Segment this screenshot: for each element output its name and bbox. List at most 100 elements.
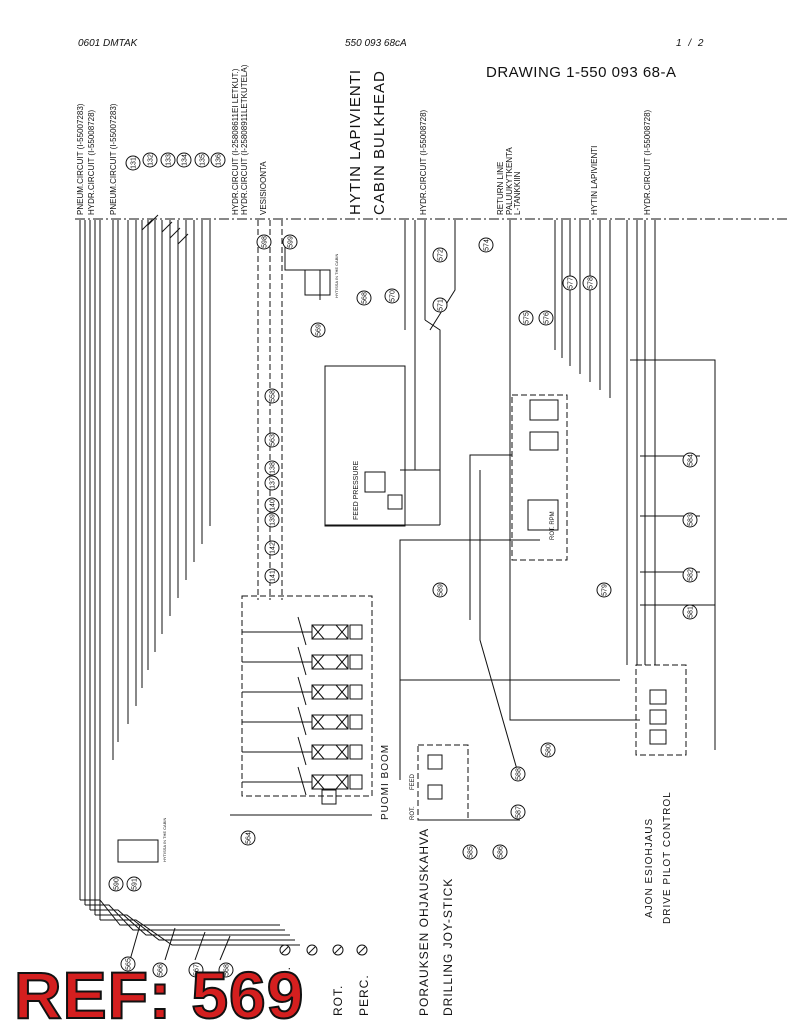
callout-circle <box>264 540 280 556</box>
valve-arrows <box>311 654 349 670</box>
callout-588: 588 <box>510 766 526 782</box>
valve-arrows <box>311 684 349 700</box>
callout-circle <box>282 234 298 250</box>
wire <box>194 931 206 961</box>
valve-arrows <box>311 714 349 730</box>
callout-132: 132 <box>142 152 158 168</box>
label-hydr-circuit-3: HYDR.CIRCUIT (I-25808911LETKUTELA) <box>240 64 249 215</box>
callout-number: 568 <box>362 292 369 304</box>
callout-number: 583 <box>688 514 695 526</box>
callout-number: 136 <box>216 154 223 166</box>
callout-581: 581 <box>682 604 698 620</box>
wire <box>80 899 280 926</box>
callout-570: 570 <box>384 288 400 304</box>
label-porauksen: PORAUKSEN OHJAUSKAHVA <box>417 828 431 1016</box>
callout-565: 565 <box>120 956 136 972</box>
label-rot-rpm: ROT. RPM <box>550 511 556 540</box>
label-rot: ROT. <box>331 985 345 1016</box>
callout-number: 576 <box>544 312 551 324</box>
callout-number: 133 <box>166 154 173 166</box>
label-pneum-circuit-2: PNEUM.CIRCUIT (I-55007283) <box>109 103 118 215</box>
feed-pressure-valve <box>364 471 386 493</box>
callout-number: 591 <box>132 878 139 890</box>
valve-spool <box>311 654 349 670</box>
callout-circle <box>240 830 256 846</box>
header-left: 0601 DMTAK <box>78 38 138 49</box>
callout-number: 588 <box>516 768 523 780</box>
callout-582: 582 <box>682 567 698 583</box>
callout-circle <box>264 432 280 448</box>
callout-568: 568 <box>218 962 234 978</box>
callout-circle <box>562 275 578 291</box>
callout-circle <box>264 388 280 404</box>
callout-circle <box>432 247 448 263</box>
callout-circle <box>510 766 526 782</box>
callout-568: 568 <box>356 290 372 306</box>
callout-circle <box>142 152 158 168</box>
callout-number: 140 <box>270 499 277 511</box>
callout-number: 579 <box>602 584 609 596</box>
callout-591: 591 <box>126 876 142 892</box>
callout-circle <box>160 152 176 168</box>
callout-567: 567 <box>188 962 204 978</box>
callout-circle <box>194 152 210 168</box>
label-feed: FEED <box>410 773 416 790</box>
valve-spring <box>297 706 307 736</box>
callout-circle <box>218 962 234 978</box>
callout-583: 583 <box>682 512 698 528</box>
callout-circle <box>125 155 141 171</box>
callout-circle <box>264 568 280 584</box>
label-vesisioonta: VESISIOONTA <box>259 161 268 215</box>
label-perc: PERC. <box>357 974 371 1016</box>
label-hydr-circuit-4: HYDR.CIRCUIT (I-55008728) <box>419 109 428 215</box>
drive-pilot-valve <box>649 729 667 745</box>
label-drive-pilot-control: DRIVE PILOT CONTROL <box>662 791 673 924</box>
callout-598: 598 <box>256 234 272 250</box>
label-tankkiin: L-TANKKIIN <box>513 171 522 215</box>
label-puomi-boom: PUOMI BOOM <box>380 744 391 820</box>
callout-142: 142 <box>264 540 280 556</box>
valve-spool <box>311 714 349 730</box>
callout-number: 590 <box>114 878 121 890</box>
callout-589: 589 <box>432 582 448 598</box>
cabin-switch-left <box>117 839 159 863</box>
callout-number: 575 <box>524 312 531 324</box>
drive-pilot-box <box>635 664 687 756</box>
callout-circle <box>582 275 598 291</box>
callout-number: 585 <box>468 846 475 858</box>
callout-580: 580 <box>540 742 556 758</box>
component-boxes <box>117 269 687 956</box>
terminal-stroke <box>358 946 366 954</box>
callout-circle <box>682 512 698 528</box>
label-cabin-bulkhead: CABIN BULKHEAD <box>371 70 388 215</box>
callout-133: 133 <box>160 152 176 168</box>
callout-number: 572 <box>438 249 445 261</box>
callout-138: 138 <box>264 460 280 476</box>
label-hydr-circuit-5: HYDR.CIRCUIT (I-55008728) <box>643 109 652 215</box>
label-hytin-lapivienti-2: HYTIN LAPIVIENTI <box>590 146 599 215</box>
callout-number: 568 <box>224 964 231 976</box>
terminal-stroke <box>308 946 316 954</box>
valve-arrows <box>311 744 349 760</box>
valve-arrows <box>311 774 349 790</box>
callout-circle <box>210 152 226 168</box>
callout-number: 589 <box>438 584 445 596</box>
labels: PNEUM.CIRCUIT (I-55007283) HYDR.CIRCUIT (… <box>76 64 673 1016</box>
callout-141: 141 <box>264 568 280 584</box>
valve-cap <box>349 744 363 760</box>
callout-circle <box>492 844 508 860</box>
wire <box>169 227 181 239</box>
callout-circle <box>682 452 698 468</box>
drawing-title: DRAWING 1-550 093 68-A <box>486 64 677 81</box>
wire <box>429 220 456 331</box>
valve-cap <box>349 654 363 670</box>
header-center: 550 093 68cA <box>345 38 407 49</box>
valve-cap <box>349 684 363 700</box>
label-drilling-joystick: DRILLING JOY-STICK <box>441 878 455 1016</box>
callout-circle <box>432 582 448 598</box>
callout-circle <box>126 876 142 892</box>
callout-586: 586 <box>492 844 508 860</box>
callout-circle <box>120 956 136 972</box>
